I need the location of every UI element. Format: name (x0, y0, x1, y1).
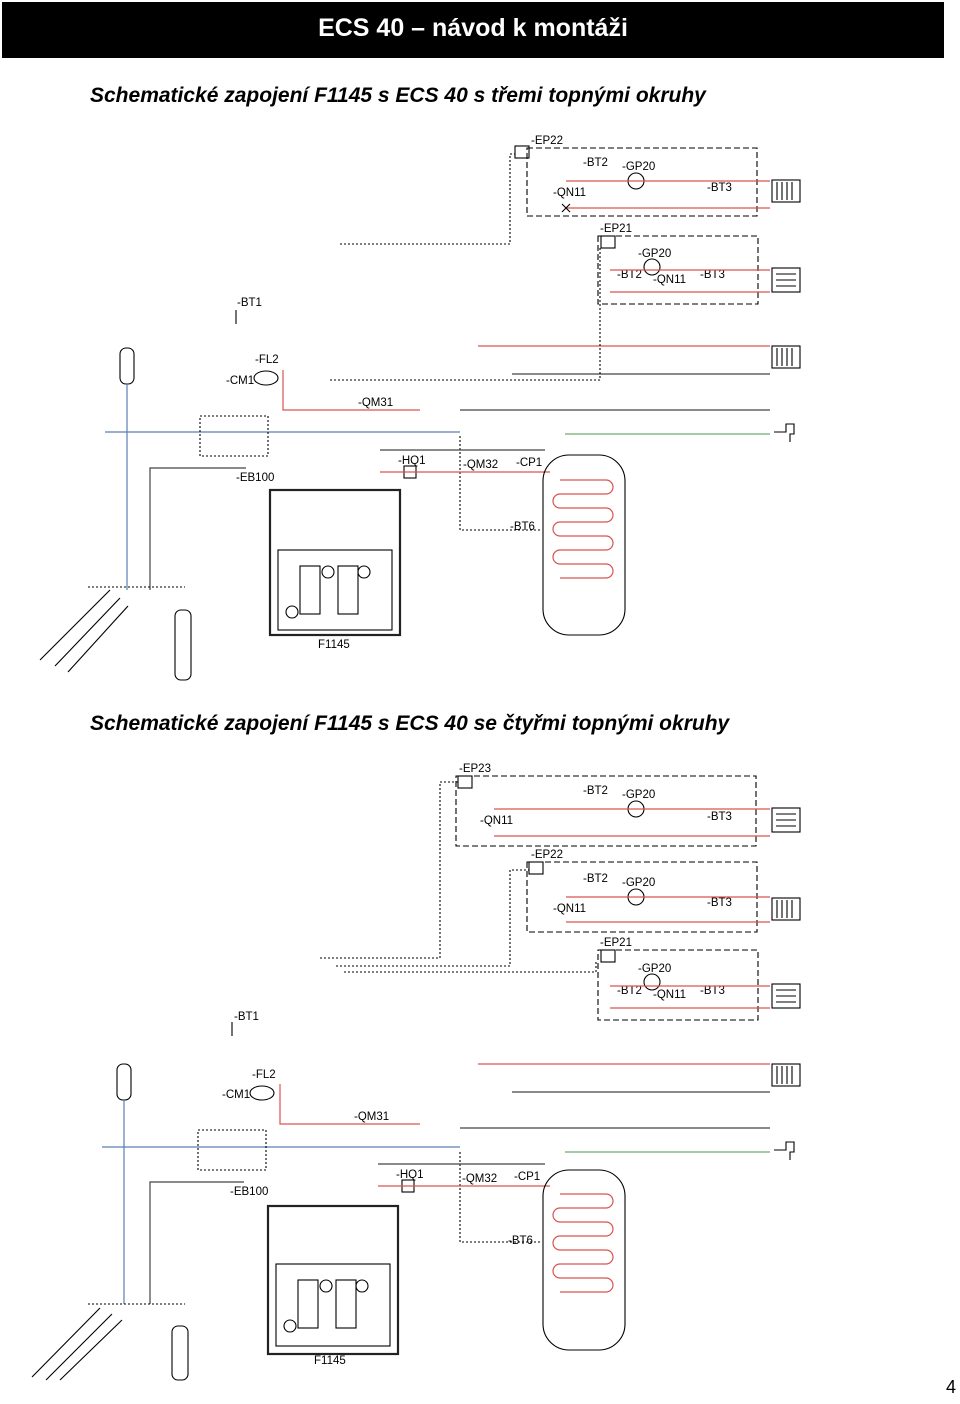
ep23-qn11-label: -QN11 (480, 815, 513, 827)
heat-pump-icon (268, 488, 402, 637)
ep21-label: -EP21 (600, 223, 632, 235)
ep21-bt3-label: -BT3 (700, 985, 725, 997)
radiator-icon (771, 179, 801, 203)
ep23-label: -EP23 (459, 763, 491, 775)
ground-collector-icon (171, 1325, 189, 1381)
heat-pump-icon (266, 1204, 400, 1356)
filling-group-box (197, 1129, 267, 1171)
eb100-label: -EB100 (236, 472, 274, 484)
tap-icon (774, 1141, 795, 1160)
expansion-vessel-icon (253, 370, 279, 386)
hq1-label: -HQ1 (396, 1169, 423, 1181)
ep22-controller-box (514, 145, 530, 159)
ep21-qn11-label: -QN11 (653, 989, 686, 1001)
hq1-label: -HQ1 (398, 455, 425, 467)
ep22-qn11-label: -QN11 (553, 903, 586, 915)
radiator-icon (771, 897, 801, 921)
radiator-icon (771, 267, 801, 293)
filling-group-box (199, 415, 269, 457)
ep22-label: -EP22 (531, 849, 563, 861)
ep22-bt3-label: -BT3 (707, 897, 732, 909)
pump-icon (357, 565, 371, 579)
ep21-controller-box (600, 235, 616, 249)
pump-icon (643, 258, 661, 276)
water-heater-icon (542, 454, 626, 636)
water-heater-icon (542, 1169, 626, 1351)
bt1-label: -BT1 (237, 297, 262, 309)
ep21-gp20-label: -GP20 (638, 963, 671, 975)
fl2-label: -FL2 (255, 354, 279, 366)
cm1-label: -CM1 (222, 1089, 250, 1101)
ep22-bt2-label: -BT2 (583, 157, 608, 169)
ground-collector-icon (39, 589, 129, 673)
ep22-bt3-label: -BT3 (707, 182, 732, 194)
section-caption-three-circuits: Schematické zapojení F1145 s ECS 40 s tř… (90, 84, 706, 107)
ep21-controller-box (600, 949, 616, 963)
bt6-label: -BT6 (508, 1235, 533, 1247)
qm32-label: -QM32 (463, 459, 498, 471)
schematic-svg-2: -EP23 -BT2 -GP20 -QN11 -BT3 -EP22 -BT2 -… (31, 763, 801, 1381)
diagram-three-circuits: -EP22 -BT2 -GP20 -QN11 -BT3 -EP21 -GP20 … (0, 120, 960, 690)
cp1-label: -CP1 (514, 1171, 540, 1183)
qm32-label: -QM32 (462, 1173, 497, 1185)
diagram-four-circuits: -EP23 -BT2 -GP20 -QN11 -BT3 -EP22 -BT2 -… (0, 752, 960, 1382)
ep22-controller-box (528, 861, 544, 875)
pump-icon (283, 1319, 297, 1333)
heat-pump-inner-box (275, 1263, 391, 1347)
ground-collector-icon (31, 1307, 123, 1381)
ep22-gp20-label: -GP20 (622, 161, 655, 173)
qm31-label: -QM31 (354, 1111, 389, 1123)
ep23-bt3-label: -BT3 (707, 811, 732, 823)
eb100-label: -EB100 (230, 1186, 268, 1198)
page-title: ECS 40 – návod k montáži (318, 14, 628, 42)
radiator-icon (771, 807, 801, 833)
ep21-gp20-label: -GP20 (638, 248, 671, 260)
cp1-label: -CP1 (516, 457, 542, 469)
ep21-qn11-label: -QN11 (653, 274, 686, 286)
ground-collector-icon (174, 609, 192, 681)
section-caption-four-circuits: Schematické zapojení F1145 s ECS 40 se č… (90, 712, 730, 735)
pump-icon (321, 565, 335, 579)
f1145-label: F1145 (318, 639, 350, 651)
expansion-vessel-icon (119, 347, 135, 385)
radiator-icon (771, 983, 801, 1009)
pump-icon (285, 605, 299, 619)
ep22-gp20-label: -GP20 (622, 877, 655, 889)
bt6-label: -BT6 (510, 521, 535, 533)
radiator-icon (771, 1063, 801, 1087)
fl2-label: -FL2 (252, 1069, 276, 1081)
ep22-bt2-label: -BT2 (583, 873, 608, 885)
pump-icon (319, 1279, 333, 1293)
ep21-bt2-label: -BT2 (617, 985, 642, 997)
heat-pump-inner-box (277, 549, 393, 631)
ep21-group-box (597, 949, 759, 1021)
expansion-vessel-icon (249, 1085, 275, 1101)
tap-icon (774, 423, 795, 442)
page-header: ECS 40 – návod k montáži (2, 2, 944, 58)
ep21-label: -EP21 (600, 937, 632, 949)
pump-icon (643, 973, 661, 991)
ep23-group-box (455, 775, 757, 847)
schematic-svg-1: -EP22 -BT2 -GP20 -QN11 -BT3 -EP21 -GP20 … (39, 135, 801, 681)
f1145-label: F1145 (314, 1355, 346, 1367)
ep23-gp20-label: -GP20 (622, 789, 655, 801)
ep21-bt2-label: -BT2 (617, 269, 642, 281)
bt1-label: -BT1 (234, 1011, 259, 1023)
ep21-bt3-label: -BT3 (700, 269, 725, 281)
expansion-vessel-icon (116, 1063, 132, 1101)
pump-icon (355, 1279, 369, 1293)
valve-icon (561, 203, 571, 213)
ep22-label: -EP22 (531, 135, 563, 147)
radiator-icon (771, 345, 801, 369)
ep23-controller-box (457, 775, 473, 789)
cm1-label: -CM1 (226, 375, 254, 387)
ep22-qn11-label: -QN11 (553, 187, 586, 199)
ep22-group-box (526, 147, 758, 217)
page-number: 4 (945, 1377, 956, 1397)
qm31-label: -QM31 (358, 397, 393, 409)
ep23-bt2-label: -BT2 (583, 785, 608, 797)
